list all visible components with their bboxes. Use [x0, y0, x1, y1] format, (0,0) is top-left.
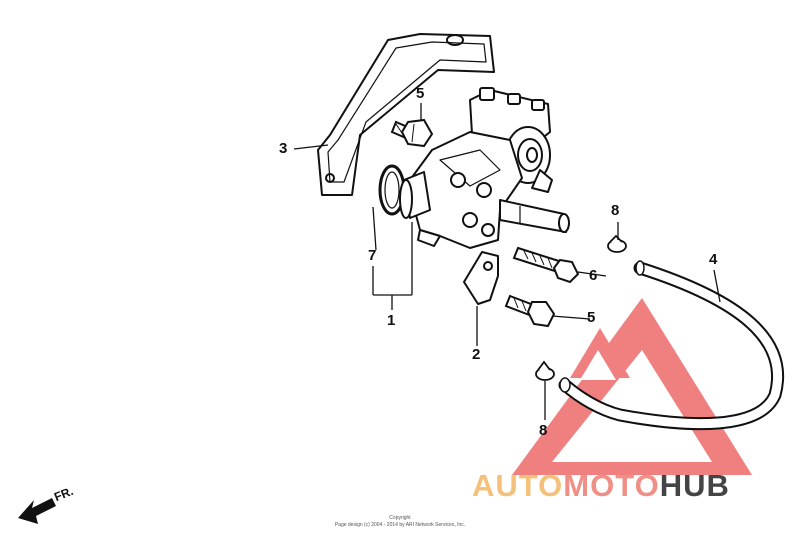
plate-part-2 — [463, 251, 499, 305]
callout-4: 4 — [709, 251, 718, 268]
watermark-auto: AUTO — [472, 468, 564, 503]
leader-lines — [293, 103, 721, 420]
bolt-part-6 — [512, 246, 580, 284]
callout-8-upper: 8 — [611, 202, 620, 219]
callout-7: 7 — [368, 247, 377, 264]
clip-part-8-upper — [607, 234, 627, 253]
front-arrow-icon — [18, 498, 56, 524]
oil-pump-part-1 — [399, 87, 570, 249]
bolt-part-5-lower — [504, 294, 556, 328]
bracket-part-3 — [317, 33, 495, 196]
oil-hose-part-4 — [558, 260, 785, 431]
clip-part-8-lower — [535, 360, 555, 381]
callout-5-lower: 5 — [587, 309, 596, 326]
watermark-brand: AUTOMOTOHUB — [472, 470, 730, 501]
callout-6: 6 — [589, 267, 598, 284]
callout-1: 1 — [387, 312, 396, 329]
callout-2: 2 — [472, 346, 481, 363]
copyright-notice: Copyright Page design (c) 2004 - 2014 by… — [300, 515, 500, 529]
callout-3: 3 — [279, 140, 288, 157]
bolt-part-5-upper — [390, 118, 434, 148]
copyright-line-2: Page design (c) 2004 - 2014 by ARI Netwo… — [334, 522, 466, 528]
callout-5-upper: 5 — [416, 85, 425, 102]
automotohub-logo-icon — [512, 298, 752, 475]
callout-8-lower: 8 — [539, 422, 548, 439]
copyright-line-1: Copyright — [389, 515, 411, 521]
watermark-hub: HUB — [659, 468, 730, 503]
watermark-moto: MOTO — [563, 468, 660, 503]
